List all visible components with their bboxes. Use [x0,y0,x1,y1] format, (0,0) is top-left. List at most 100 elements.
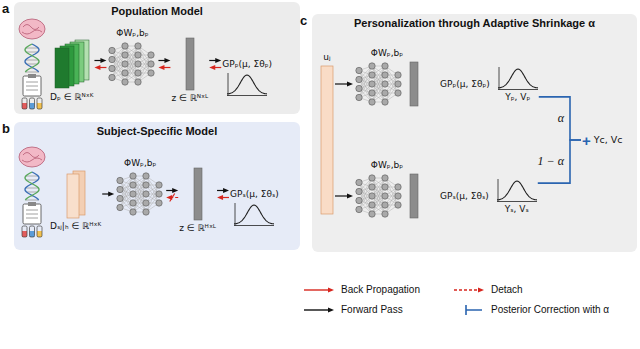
connector-line [209,60,216,61]
dimension-label: Dₛⱼ|ₕ ∈ ℝᴴˣᴷ [50,221,101,232]
network-unit [117,177,123,183]
network-unit [109,65,115,71]
axis-line [498,89,538,90]
connector [335,193,353,198]
tube-fill [30,231,35,237]
network-unit [369,193,375,199]
panel-box: cPersonalization through Adaptive Shrink… [312,14,637,252]
panel-letter: c [300,13,307,29]
network-unit [382,63,388,69]
connector [209,58,221,63]
dna-strand [25,172,39,200]
panel-title: Subject-Specific Model [14,125,300,138]
network-unit [122,61,128,67]
network-unit [369,63,375,69]
network-unit [369,72,375,78]
dna-rung [26,48,38,49]
clipboard-icon [23,204,41,224]
dna-strand [25,44,39,72]
weight-label: α [557,111,565,125]
connector-line [335,195,348,196]
net-figure [115,171,165,217]
network-unit [395,81,401,87]
gp-label: GPₚ(μ, Σθₚ) [440,79,490,90]
model-block: ΦWₚ,bₚ [354,48,420,107]
arrow-head [217,195,223,200]
network-unit [148,61,154,67]
brain-icon [19,19,45,39]
legend-line [454,289,478,290]
network-unit [395,193,401,199]
connector-line [335,83,348,84]
tube-icon [37,226,42,237]
dna-rung [25,200,38,201]
gauss-figure [234,201,274,227]
legend-text: Detach [491,284,523,296]
network-unit [356,188,362,194]
panel-ground [312,14,637,252]
tube-fill [22,103,27,109]
dataA-figure [51,38,93,90]
model-block: GPₚ(μ, Σθₚ)Yₚ, Vₚ [440,65,538,103]
arrow-head [223,188,229,193]
arrow-head [94,65,100,70]
network-unit [382,202,388,208]
network-link [372,75,385,102]
tube-icon [22,226,27,237]
network-unit [135,79,141,85]
arrow-head [209,65,215,70]
network-unit [369,175,375,181]
legend-line [304,289,328,290]
axis-line [497,201,537,202]
connector-line [163,67,170,68]
network-label: ΦWₚ,bₚ [116,28,148,39]
connector-line [94,60,101,61]
panel-ground [14,2,300,114]
corrected-output: Yc, Vc [594,134,623,145]
legend-line [466,305,482,315]
network-unit [356,85,362,91]
axis-line [227,95,267,96]
panel-title: Population Model [14,5,300,18]
connector [335,81,353,86]
panel-ground [14,122,300,250]
gauss-figure [227,71,267,97]
connector [217,188,229,193]
clipboard-line [26,218,38,219]
model-block: ΦWₚ,bₚ [354,160,420,219]
arrow-head [158,65,164,70]
brain-icon [19,147,45,167]
latent-bar [186,38,194,90]
network-unit [382,90,388,96]
network-unit [130,200,136,206]
arrow-head [478,287,484,292]
panel-title: Personalization through Adaptive Shrinka… [312,17,637,30]
network-unit [143,200,149,206]
arrow-head [164,58,170,63]
legend-item: Forward Pass [302,304,452,316]
network-unit [382,99,388,105]
network-unit [395,72,401,78]
connector-line [214,67,221,68]
connector [217,195,229,200]
network-link [138,55,151,82]
clipboard-clip [28,74,36,78]
network-unit [382,211,388,217]
tube-fill [37,231,42,237]
legend-sample [302,284,336,296]
legend-text: Back Propagation [341,284,420,296]
network-unit [130,191,136,197]
network-unit [356,67,362,73]
legend-text: Posterior Correction with α [491,304,609,316]
network-unit [135,70,141,76]
connector [158,65,170,70]
ubar-figure [320,65,334,215]
legend-item: Back Propagation [302,284,452,296]
legend-text: Forward Pass [341,304,403,316]
brain-fold [23,25,39,30]
bar-figure [185,37,195,91]
panel-letter: b [2,121,10,137]
connector [166,188,178,193]
